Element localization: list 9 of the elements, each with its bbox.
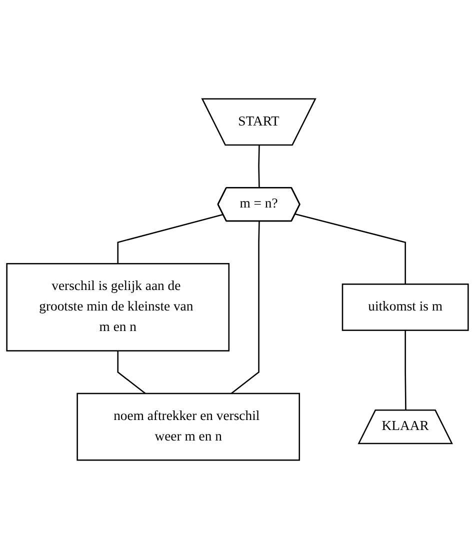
connector xyxy=(258,144,260,188)
node-box: uitkomst is m xyxy=(342,283,469,330)
connector xyxy=(117,350,146,394)
node-box: verschil is gelijk aan de grootste min de kleinste van m en n xyxy=(6,262,230,351)
connector xyxy=(295,213,406,284)
connector xyxy=(404,330,406,410)
connector xyxy=(230,220,260,394)
connector xyxy=(117,213,224,264)
node-box: noem aftrekker en verschil weer m en n xyxy=(76,392,300,460)
